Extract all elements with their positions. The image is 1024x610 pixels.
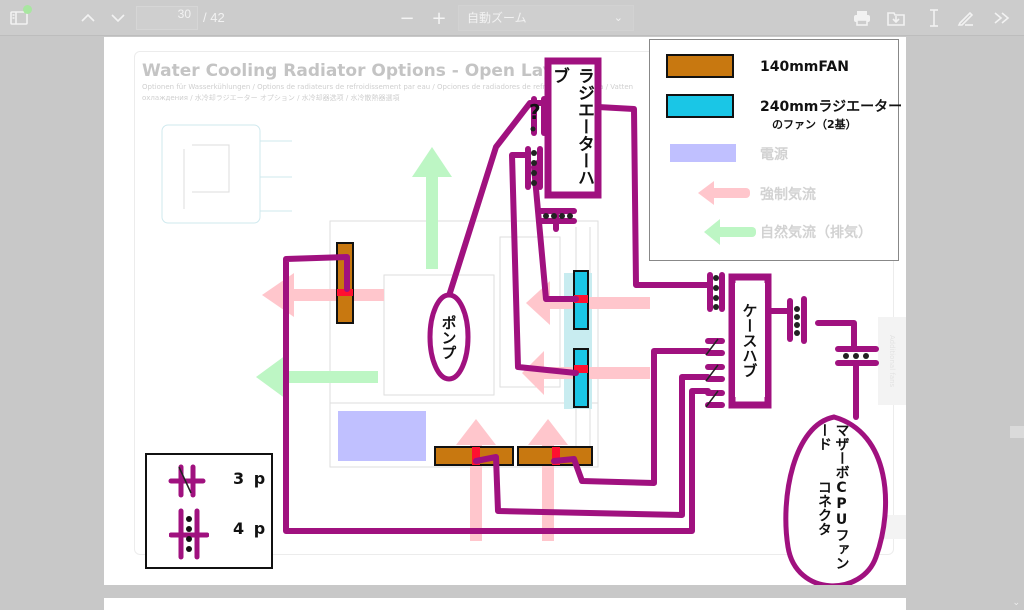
double-chevron-right-icon (993, 11, 1011, 25)
forced-airflow-arrow (456, 419, 496, 541)
cable-to-mobo (818, 323, 854, 349)
pump-label: ポンプ (431, 297, 467, 377)
unknown-marker: ? (529, 100, 541, 124)
radiator-fan-240mm (574, 349, 588, 407)
pdf-toolbar: 30 / 42 − + 自動ズーム ⌄ (0, 0, 1024, 36)
scrollbar-thumb[interactable] (1010, 426, 1024, 438)
zoom-out-button[interactable]: − (396, 6, 418, 30)
radiator-hub-label: ラジエーターハブ (554, 67, 590, 189)
mobo-label-line1: マザーボード (815, 423, 850, 480)
print-button[interactable] (850, 6, 874, 30)
legend-box: 140mmFAN 240mmラジエーター のファン（2基） 電源 強制気流 自然… (649, 39, 899, 261)
text-cursor-icon (928, 9, 940, 27)
zoom-select[interactable]: 自動ズーム ⌄ (458, 5, 634, 31)
cable-pump (448, 103, 542, 299)
psu-block (338, 411, 426, 461)
page-total: / 42 (203, 10, 225, 25)
print-icon (853, 10, 871, 26)
radiator-clearance-inset (162, 125, 292, 223)
mobo-label-line2: CPUファンコネクタ (815, 480, 850, 579)
zoom-select-value: 自動ズーム (467, 11, 527, 25)
legend-psu: 電源 (760, 144, 788, 164)
draw-tool-button[interactable] (954, 6, 978, 30)
three-pin-label: 3 p (233, 469, 267, 488)
notification-dot (23, 5, 32, 14)
chevron-up-icon (80, 13, 96, 23)
natural-airflow-arrow (412, 147, 452, 269)
four-pin-label: 4 p (233, 519, 267, 538)
download-icon (887, 10, 905, 26)
pdf-next-page (104, 598, 906, 610)
case-hub-label: ケースハブ (735, 283, 765, 397)
four-pin-connector-icon (169, 507, 209, 561)
chevron-down-icon: ⌄ (614, 6, 623, 30)
legend-rad240: 240mmラジエーター (760, 96, 902, 116)
legend-forced-arrow-icon (696, 180, 752, 206)
pin-legend-box: 3 p 4 p (145, 453, 273, 569)
page-number-input[interactable]: 30 (136, 6, 198, 30)
more-tools-button[interactable] (988, 6, 1016, 30)
legend-swatch-psu (670, 144, 736, 162)
three-pin-connector-icon (167, 463, 207, 499)
legend-forced-airflow: 強制気流 (760, 184, 816, 204)
chevron-down-icon (110, 13, 126, 23)
legend-swatch-fan140 (666, 54, 734, 78)
natural-airflow-arrow (256, 355, 378, 399)
text-select-tool-button[interactable] (922, 6, 946, 30)
forced-airflow-arrow (528, 419, 568, 541)
download-button[interactable] (884, 6, 908, 30)
previous-page-button[interactable] (76, 6, 100, 30)
next-page-button[interactable] (106, 6, 130, 30)
zoom-in-button[interactable]: + (428, 6, 450, 30)
legend-rad240-sub: のファン（2基） (772, 116, 857, 132)
legend-fan140: 140mmFAN (760, 59, 849, 75)
legend-natural-arrow-icon (702, 218, 758, 246)
pencil-icon (957, 9, 975, 27)
forced-airflow-arrow (262, 273, 384, 317)
pdf-page: Water Cooling Radiator Options - Open La… (104, 37, 906, 585)
legend-natural-airflow: 自然気流（排気） (760, 222, 872, 242)
mobo-connector-label: マザーボード CPUファンコネクタ (804, 423, 860, 579)
scroll-down-icon[interactable]: ⌄ (1012, 598, 1020, 608)
legend-swatch-rad240 (666, 94, 734, 118)
